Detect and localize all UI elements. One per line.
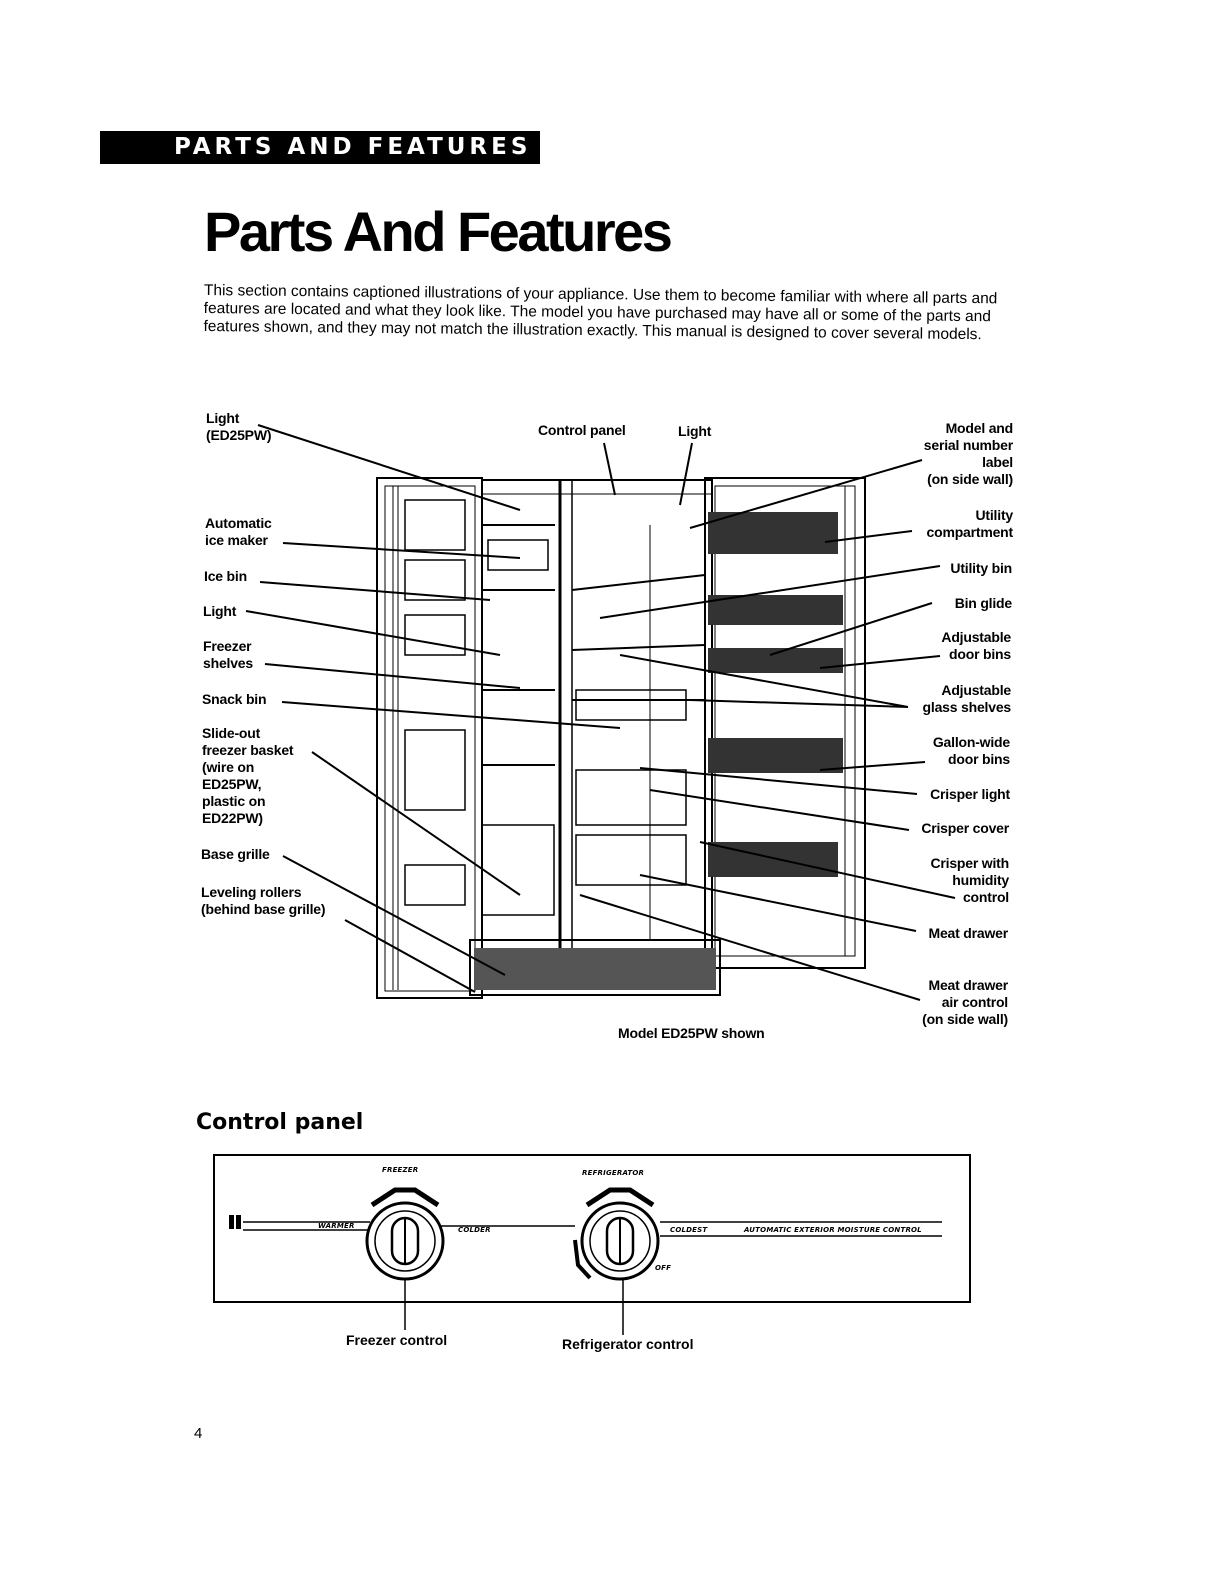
label-adjustable-glass-shelves: Adjustable glass shelves (922, 682, 1012, 715)
label-meat-drawer: Meat drawer (928, 925, 1009, 941)
warmer-label: WARMER (318, 1222, 355, 1230)
label-light-freezer: Light (203, 603, 237, 619)
label-bin-glide: Bin glide (954, 595, 1013, 611)
label-crisper-cover: Crisper cover (921, 820, 1009, 836)
label-utility-bin: Utility bin (950, 560, 1012, 576)
label-snack-bin: Snack bin (202, 691, 267, 707)
label-meat-drawer-air: Meat drawer air control (on side wall) (922, 977, 1008, 1027)
section-banner: PARTS AND FEATURES (100, 131, 540, 164)
freezer-title: FREEZER (382, 1166, 419, 1174)
label-crisper-humidity: Crisper with humidity control (930, 855, 1009, 905)
label-automatic-ice-maker: Automatic ice maker (205, 515, 272, 548)
freezer-control-caption: Freezer control (346, 1332, 448, 1348)
label-freezer-shelves: Freezer shelves (203, 638, 253, 671)
label-control-panel: Control panel (538, 422, 626, 438)
refrigerator-title: REFRIGERATOR (582, 1169, 645, 1177)
control-panel-heading: Control panel (196, 1110, 364, 1135)
label-ice-bin: Ice bin (204, 568, 247, 584)
colder-label: COLDER (458, 1226, 491, 1234)
label-leveling-rollers: Leveling rollers (behind base grille) (201, 884, 326, 917)
label-light-fridge: Light (678, 423, 712, 439)
page-number: 4 (194, 1425, 203, 1442)
page-title: Parts And Features (204, 200, 673, 263)
label-slide-out-basket: Slide-out freezer basket (wire on ED25PW… (202, 725, 294, 826)
label-gallon-wide-door-bins: Gallon-wide door bins (932, 734, 1010, 767)
label-utility-compartment: Utility compartment (926, 507, 1014, 540)
freezer-dial[interactable] (365, 1187, 445, 1281)
label-model-serial: Model and serial number label (on side w… (923, 420, 1013, 487)
off-label: OFF (655, 1264, 672, 1272)
coldest-label: COLDEST (670, 1226, 708, 1234)
refrigerator-dial[interactable] (573, 1187, 660, 1281)
refrigerator-control-caption: Refrigerator control (562, 1336, 694, 1352)
label-base-grille: Base grille (201, 846, 270, 862)
label-adjustable-door-bins: Adjustable door bins (941, 629, 1011, 662)
diagram-caption: Model ED25PW shown (618, 1025, 765, 1041)
label-light-ed25pw: Light (ED25PW) (206, 410, 272, 443)
moisture-control-label: AUTOMATIC EXTERIOR MOISTURE CONTROL (744, 1226, 922, 1234)
label-crisper-light: Crisper light (930, 786, 1010, 802)
